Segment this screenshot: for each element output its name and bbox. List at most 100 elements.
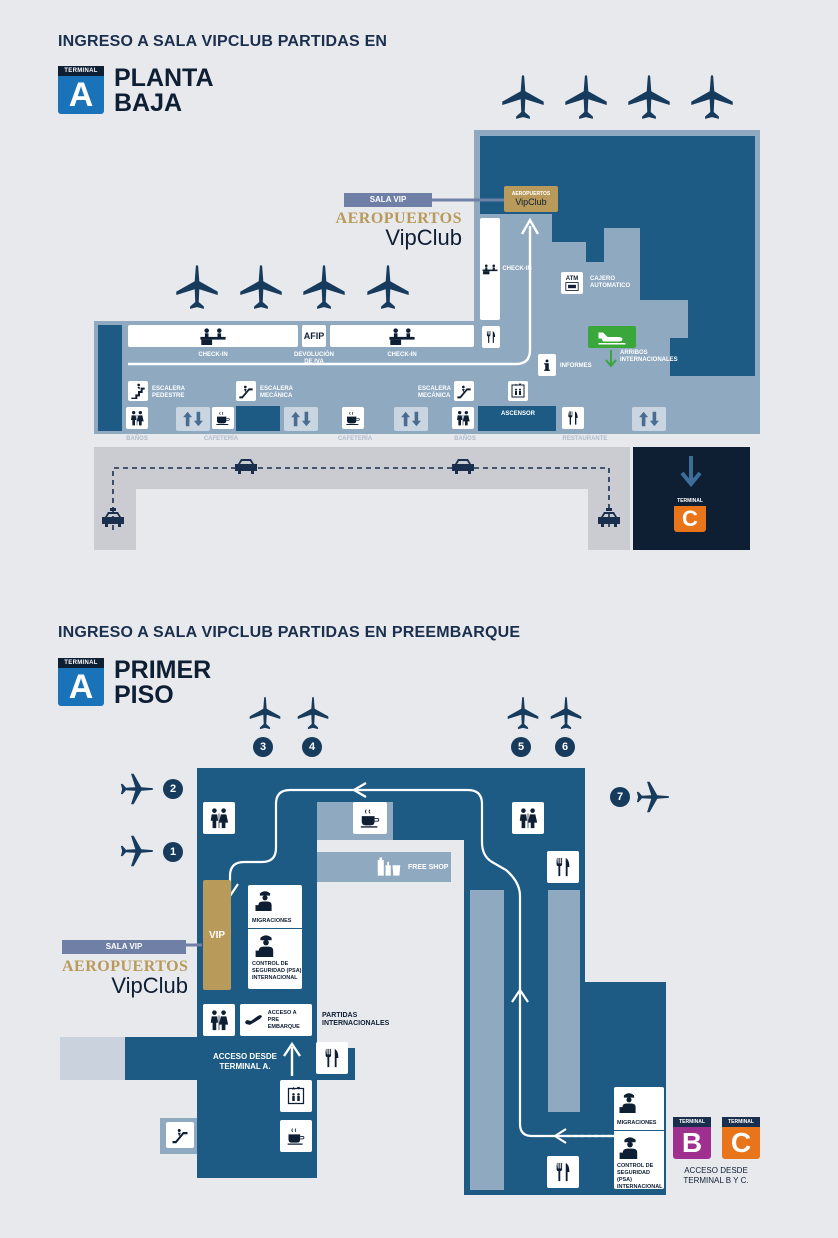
gate-2[interactable]: 2: [163, 779, 183, 799]
restroom-icon: [129, 410, 145, 426]
plane-icon: [506, 696, 540, 730]
police-icon: [618, 1135, 642, 1159]
gate-7[interactable]: 7: [610, 787, 630, 807]
migraciones-label: MIGRACIONES: [617, 1120, 657, 1126]
free-shop-label: FREE SHOP: [408, 863, 449, 871]
gate-4[interactable]: 4: [302, 737, 322, 757]
sala-vip-label: SALA VIP: [344, 193, 432, 207]
logo-top: AEROPUERTOS: [62, 958, 189, 975]
escalator-box-1: [236, 381, 256, 401]
escalator-icon: [171, 1126, 189, 1144]
floor-line2: PISO: [114, 681, 174, 709]
logo-bottom: VipClub: [111, 973, 188, 998]
restaurant-icon-box: [482, 326, 500, 348]
check-in-counter-left: [128, 325, 298, 347]
shop-icon: [376, 856, 402, 878]
devolucion-label: DEVOLUCIÓN DE IVA: [293, 352, 334, 365]
elevator-icon: [286, 1086, 306, 1106]
terminal-letter: A: [68, 668, 94, 706]
plane-icon: [549, 696, 583, 730]
informes-label: INFORMES: [560, 363, 592, 369]
restaurant-icon: [565, 410, 581, 426]
gate-1[interactable]: 1: [163, 842, 183, 862]
police-icon: [254, 933, 278, 957]
landing-plane-icon: [597, 328, 627, 346]
plane-icon: [634, 780, 672, 814]
escalera-mecanica-label-2: ESCALERA MECÁNICA: [418, 386, 452, 399]
migraciones-control-box: MIGRACIONES CONTROL DE SEGURIDAD (PSA) I…: [248, 885, 302, 989]
afip-box: AFIP: [302, 325, 326, 347]
gate-5[interactable]: 5: [511, 737, 531, 757]
coffee-box-2: [342, 407, 364, 429]
restaurant-box: [547, 851, 579, 883]
elevator-icon: [510, 383, 526, 399]
terminal-label: TERMINAL: [58, 658, 104, 668]
elevator-box: [508, 381, 528, 401]
vip-box-top: AEROPUERTOS: [511, 191, 551, 197]
section2-heading: INGRESO A SALA VIPCLUB PARTIDAS EN PREEM…: [58, 624, 521, 641]
car-icon: [451, 458, 475, 474]
taxi-icon: [597, 508, 621, 528]
up-down-3: [394, 407, 428, 431]
floor-title: PRIMER PISO: [114, 658, 211, 708]
coffee-icon: [286, 1126, 306, 1146]
restroom-box-2: [452, 407, 474, 429]
coffee-box: [353, 802, 387, 834]
vip-lounge[interactable]: VIP: [203, 880, 231, 990]
migraciones-label: MIGRACIONES: [252, 918, 292, 924]
terminal-letter: C: [682, 506, 698, 531]
vipclub-logo: AEROPUERTOS VipClub: [334, 210, 462, 251]
floor-line1: PLANTA: [114, 64, 214, 92]
restaurant-icon: [484, 330, 498, 344]
floor-line2: BAJA: [114, 89, 183, 117]
atm-text: ATM: [565, 275, 579, 282]
plane-icon: [118, 772, 156, 806]
arrow-down-icon: [680, 456, 702, 488]
restroom-box: [512, 802, 544, 834]
up-down-arrows-icon: [637, 410, 661, 428]
check-in-vertical-counter: [480, 218, 500, 320]
restroom-icon: [517, 807, 539, 829]
terminal-a-badge: TERMINAL A: [58, 66, 104, 114]
atm-icon: [565, 282, 579, 291]
cafeteria-label-1: CAFETERÍA: [203, 436, 239, 442]
banos-label-2: BAÑOS: [454, 436, 476, 442]
gate-3[interactable]: 3: [253, 737, 273, 757]
free-shop: FREE SHOP: [376, 856, 448, 878]
escalator-box: [166, 1122, 194, 1148]
info-icon: [540, 357, 554, 373]
arrow-down-icon: [605, 350, 617, 368]
checkin-icon: [199, 327, 227, 345]
check-in-label-right: CHECK-IN: [387, 352, 417, 358]
restroom-icon: [208, 807, 230, 829]
stairs-icon: [130, 383, 146, 399]
vip-club-box[interactable]: AEROPUERTOS VipClub: [504, 186, 558, 212]
gate-6[interactable]: 6: [555, 737, 575, 757]
plane-icon: [296, 696, 330, 730]
info-box[interactable]: [538, 354, 556, 376]
restaurant-icon: [321, 1047, 343, 1069]
migraciones-control-box-bc: MIGRACIONES CONTROL DE SEGURIDAD (PSA) I…: [614, 1087, 664, 1190]
acceso-pre-embarque-box[interactable]: ACCESO A PRE EMBARQUE: [240, 1004, 312, 1036]
terminal-letter: B: [681, 1127, 703, 1158]
acceso-bc-label: ACCESO DESDE TERMINAL B Y C.: [683, 1166, 749, 1185]
escalator-icon: [456, 383, 472, 399]
cajero-label: CAJERO AUTOMATICO: [590, 276, 631, 289]
restroom-box: [203, 802, 235, 834]
check-in-counter-right: [330, 325, 474, 347]
cafeteria-label-2: CAFETERÍA: [337, 436, 373, 442]
coffee-box-1: [212, 407, 234, 429]
police-icon: [254, 889, 276, 911]
check-in-vertical-label: CHECK-IN: [502, 266, 532, 272]
coffee-icon: [359, 807, 381, 829]
restroom-box: [203, 1004, 235, 1036]
sala-vip-label: SALA VIP: [62, 940, 186, 954]
first-floor-map: [60, 768, 666, 1195]
taxi-icon: [101, 508, 125, 528]
up-down-arrows-icon: [289, 410, 313, 428]
terminal-label: TERMINAL: [674, 496, 706, 506]
up-down-1: [176, 407, 210, 431]
plane-icon: [248, 696, 282, 730]
check-in-label-left: CHECK-IN: [198, 352, 228, 358]
restaurant-box: [562, 407, 584, 429]
